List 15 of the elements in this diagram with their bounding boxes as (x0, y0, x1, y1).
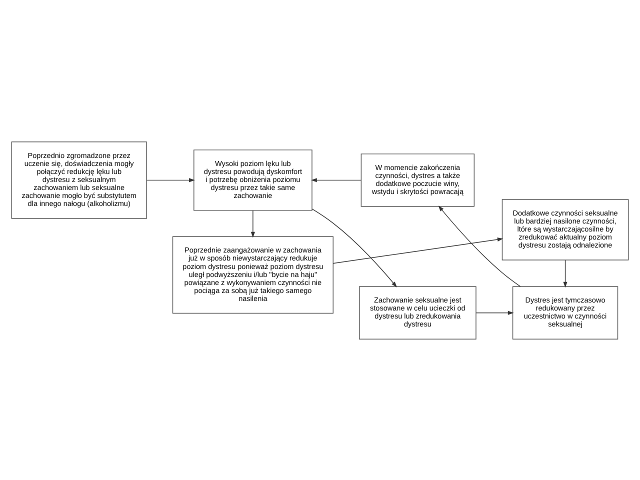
node-box: Dystres jest tymczasowo redukowany przez uczestnictwo w czynności seksualnej (512, 286, 618, 339)
arrow (563, 259, 568, 288)
arrow (146, 178, 195, 182)
arrow (312, 208, 397, 287)
arrow (476, 310, 514, 314)
node-box: Poprzednie zaangażowanie w zachowania już w sposób niewystarczający redukuje poziom dystresu ponieważ poziom dystresu uległ podwyższeniu i/lub "bycie na haju" powiązane z wykonywaniem czynności nie pociąga za sobą już takiego samego nasilenia (172, 236, 334, 314)
arrow (311, 178, 362, 182)
node-box: Poprzednio zgromadzone przez uczenie się, doświadczenia mogły połączyć redukcję lęku lub dystresu z seksualnym zachowaniem lub seksualne zachowanie mogło być substytutem dla innego nałogu (alkoholizmu) (11, 141, 147, 218)
arrow (438, 205, 521, 286)
arrow (332, 236, 504, 264)
arrow (250, 210, 255, 238)
node-box: Dodatkowe czynności seksualne lub bardziej nasilone czynności, ltóre są wystarczającosilne by zredukować aktualny poziom dystresu zostają odnalezione (502, 198, 629, 260)
node-box: W momencie zakończenia czynności, dystres a także dodatkowe poczucie winy, wstydu i skrytości powracają (360, 153, 475, 206)
node-box: Zachowanie seksualne jest stosowane w celu ucieczki od dystresu lub zredukowania dystresu (359, 286, 476, 339)
node-box: Wysoki poziom lęku lub dystresu powodują dyskomfort i potrzebę obniżenia poziomu dystresu przez takie same zachowanie (194, 149, 312, 210)
